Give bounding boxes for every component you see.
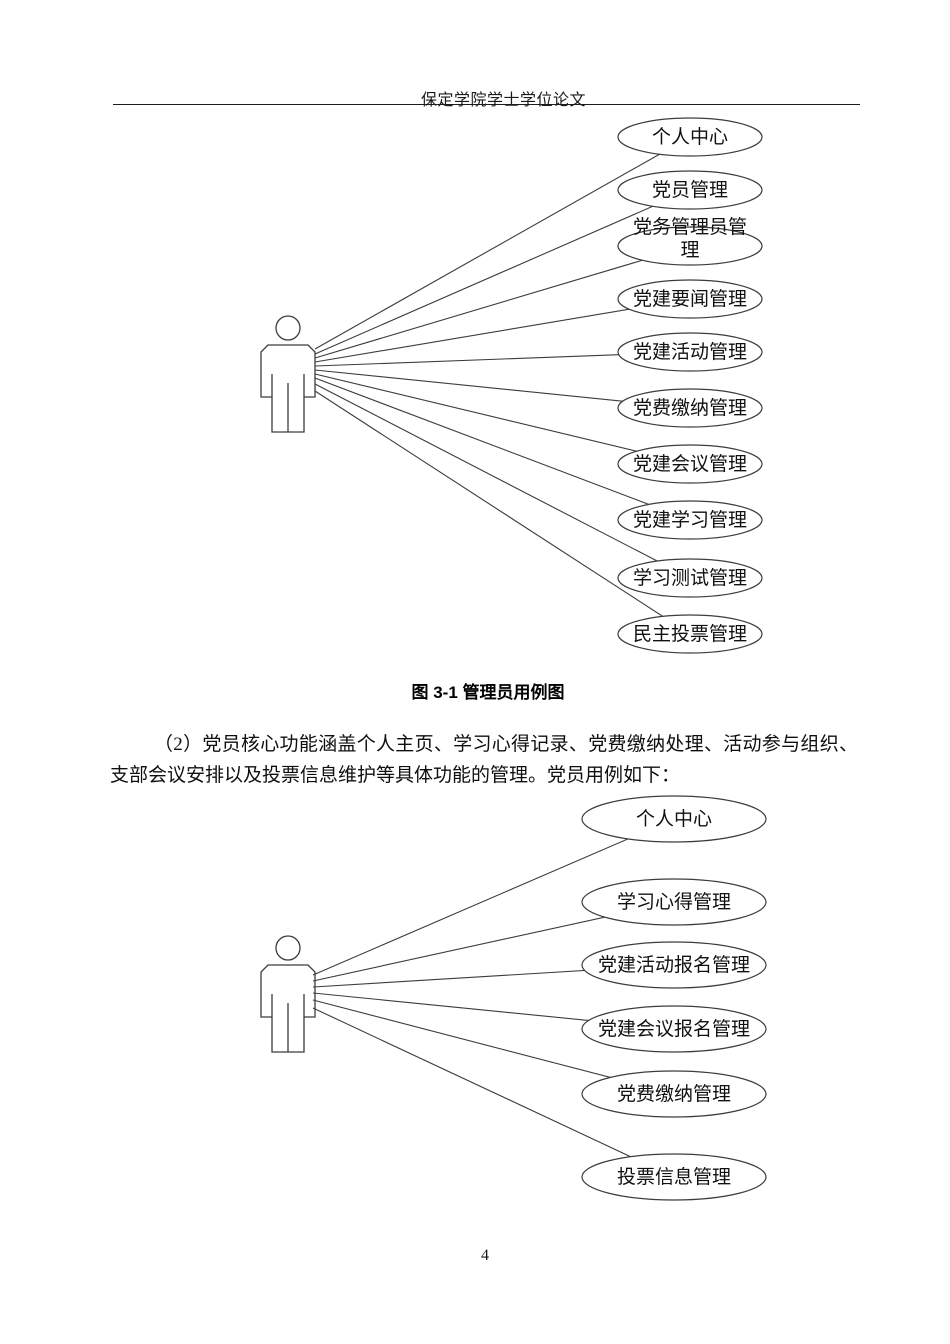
diagram1-use-case-ellipses [617,117,763,654]
use-case-ellipse [617,170,763,210]
connector-line [314,390,691,635]
connector-line [314,189,691,355]
connector-line [314,383,691,579]
connector-line [314,298,691,363]
use-case-ellipse [617,117,763,157]
use-case-label: 党建活动管理 [632,341,747,363]
diagram2-connectors [312,818,675,1178]
use-case-ellipse [581,1005,767,1053]
use-case-label: 民主投票管理 [632,623,747,645]
use-case-ellipse [581,941,767,989]
use-case-ellipse [617,226,763,266]
use-case-ellipse [581,878,767,926]
use-case-label: 学习心得管理 [616,891,731,913]
use-case-ellipse [617,332,763,372]
use-case-ellipse [617,388,763,428]
use-case-ellipse [617,444,763,484]
use-case-label: 学习测试管理 [632,567,747,589]
use-case-ellipse [617,500,763,540]
diagram1-connectors [314,136,691,635]
diagram2-use-case-ellipses [581,795,767,1201]
use-case-label: 党建学习管理 [632,509,747,531]
admin-actor-figure [260,315,316,433]
connector-line [312,1007,675,1178]
member-actor-figure [260,935,316,1053]
use-case-label: 投票信息管理 [616,1166,731,1188]
use-case-label: 个人中心 [651,126,728,148]
use-case-label: 党费缴纳管理 [616,1083,731,1105]
use-case-ellipse [617,558,763,598]
use-case-label: 党务管理员管理 [632,217,747,261]
page-number: 4 [481,1247,489,1264]
body-paragraph: （2）党员核心功能涵盖个人主页、学习心得记录、党费缴纳处理、活动参与组织、 支部… [110,729,858,791]
use-case-label: 个人中心 [635,808,712,830]
use-case-ellipse [581,795,767,843]
use-case-ellipse [581,1153,767,1201]
use-case-ellipse [581,1070,767,1118]
paragraph-line: 支部会议安排以及投票信息维护等具体功能的管理。党员用例如下： [110,765,681,786]
connector-line [314,245,691,359]
connector-line [314,136,691,350]
connector-line [312,818,675,976]
use-case-ellipse [617,614,763,654]
use-case-label: 党建会议管理 [632,453,747,475]
paragraph-line: （2）党员核心功能涵盖个人主页、学习心得记录、党费缴纳处理、活动参与组织、 [154,734,858,755]
use-case-label: 党员管理 [651,179,728,201]
use-case-label: 党建会议报名管理 [597,1018,750,1040]
use-case-label: 党建活动报名管理 [597,954,750,976]
use-case-ellipse [617,279,763,319]
use-case-label: 党建要闻管理 [632,288,747,310]
connector-line [314,377,691,521]
use-case-label: 党费缴纳管理 [632,397,747,419]
figure-caption: 图 3-1 管理员用例图 [411,683,565,702]
connector-line [314,373,691,465]
header-divider [113,104,860,105]
